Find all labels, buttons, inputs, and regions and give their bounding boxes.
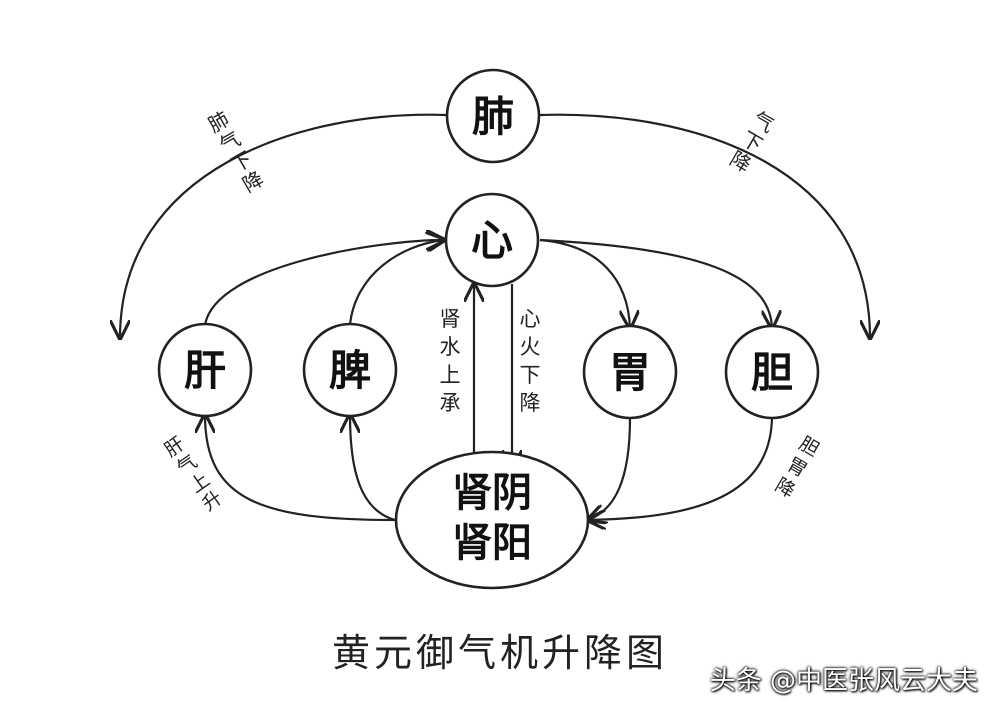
node-xin	[444, 192, 540, 288]
label-gan: 肝	[184, 346, 226, 395]
arrow-xin-to-dan	[539, 238, 772, 328]
arrow-dan-to-shen	[588, 417, 774, 520]
annotation-qi-xia-jiang-right: 气下降	[726, 107, 778, 178]
node-wei	[582, 324, 678, 420]
annotation-xin-huo-xia-jiang: 心火下降	[520, 307, 541, 415]
arrow-shen-to-gan	[205, 415, 396, 522]
label-pi: 脾	[329, 346, 371, 395]
node-dan	[724, 324, 820, 420]
arrow-fei-to-gan	[120, 113, 447, 338]
node-fei	[445, 68, 541, 164]
node-gan	[157, 322, 253, 418]
diagram-title: 黄元御气机升降图	[331, 631, 668, 675]
label-xin: 心	[471, 216, 513, 265]
arrow-gan-to-xin	[203, 240, 444, 326]
annotation-shen-shui-shang-cheng: 肾水上承	[440, 307, 461, 415]
label-fei: 肺	[472, 92, 514, 141]
arrow-pi-to-xin	[348, 240, 444, 326]
label-dan: 胆	[751, 348, 793, 397]
watermark: 头条 @中医张风云大夫	[709, 666, 978, 696]
arrow-shen-to-pi	[350, 415, 396, 522]
label-wei: 胃	[609, 348, 651, 397]
label-shen-yang: 肾阳	[452, 520, 532, 566]
arrow-xin-to-wei	[539, 238, 630, 328]
node-pi	[302, 322, 398, 418]
arrow-fei-to-dan	[539, 113, 870, 338]
annotation-dan-wei-jiang: 胆胃降	[771, 433, 822, 503]
label-shen-yin: 肾阴	[452, 470, 532, 516]
arrow-wei-to-shen	[588, 417, 632, 520]
node-shen	[394, 450, 590, 590]
annotation-fei-qi-xia-jiang: 肺气下降	[204, 107, 268, 198]
annotation-gan-qi-shang-sheng: 肝气上升	[160, 433, 226, 516]
